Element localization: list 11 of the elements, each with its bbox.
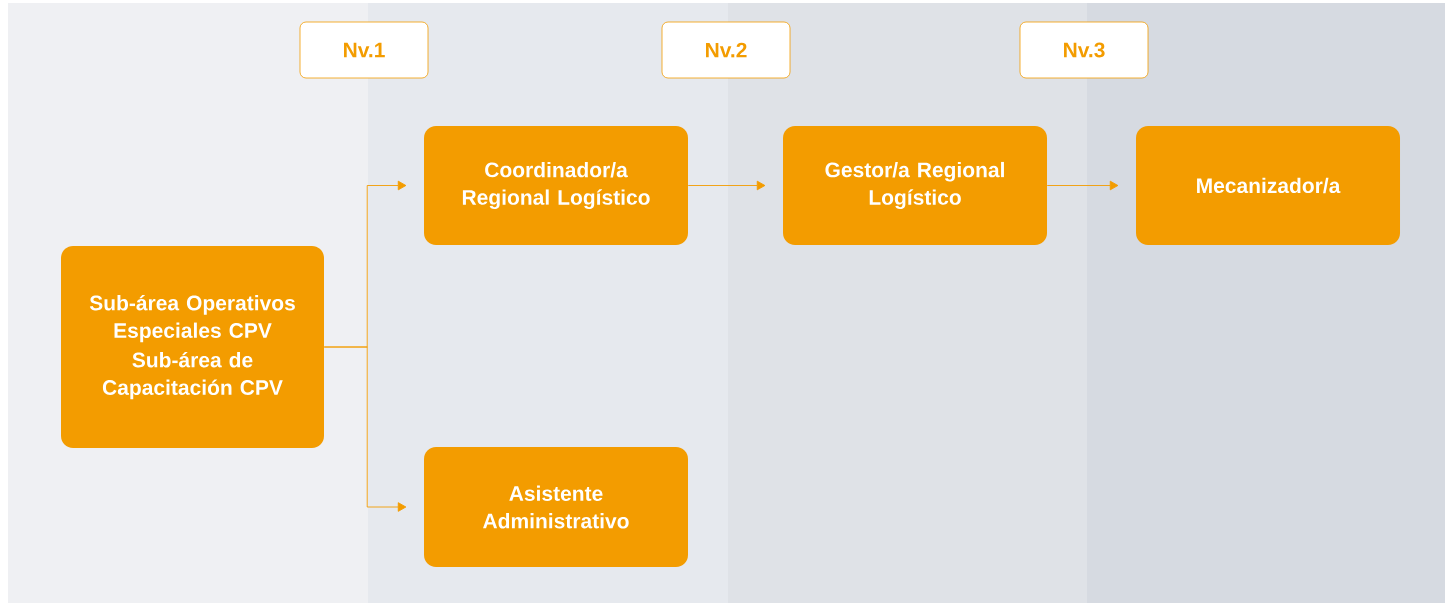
arrow <box>323 346 407 512</box>
role-box: Sub-área Operativos Especiales CPV Sub-área de Capacitación CPV <box>61 246 324 448</box>
role-box: Coordinador/a Regional Logístico <box>424 126 688 245</box>
level-tag: Nv.3 <box>1019 21 1149 79</box>
role-box: Mecanizador/a <box>1136 126 1400 245</box>
arrow <box>687 180 766 191</box>
arrow <box>1046 180 1119 191</box>
role-box: Gestor/a Regional Logístico <box>783 126 1047 245</box>
role-box: Asistente Administrativo <box>424 447 688 567</box>
level-tag: Nv.1 <box>299 21 429 79</box>
level-tag: Nv.2 <box>661 21 791 79</box>
